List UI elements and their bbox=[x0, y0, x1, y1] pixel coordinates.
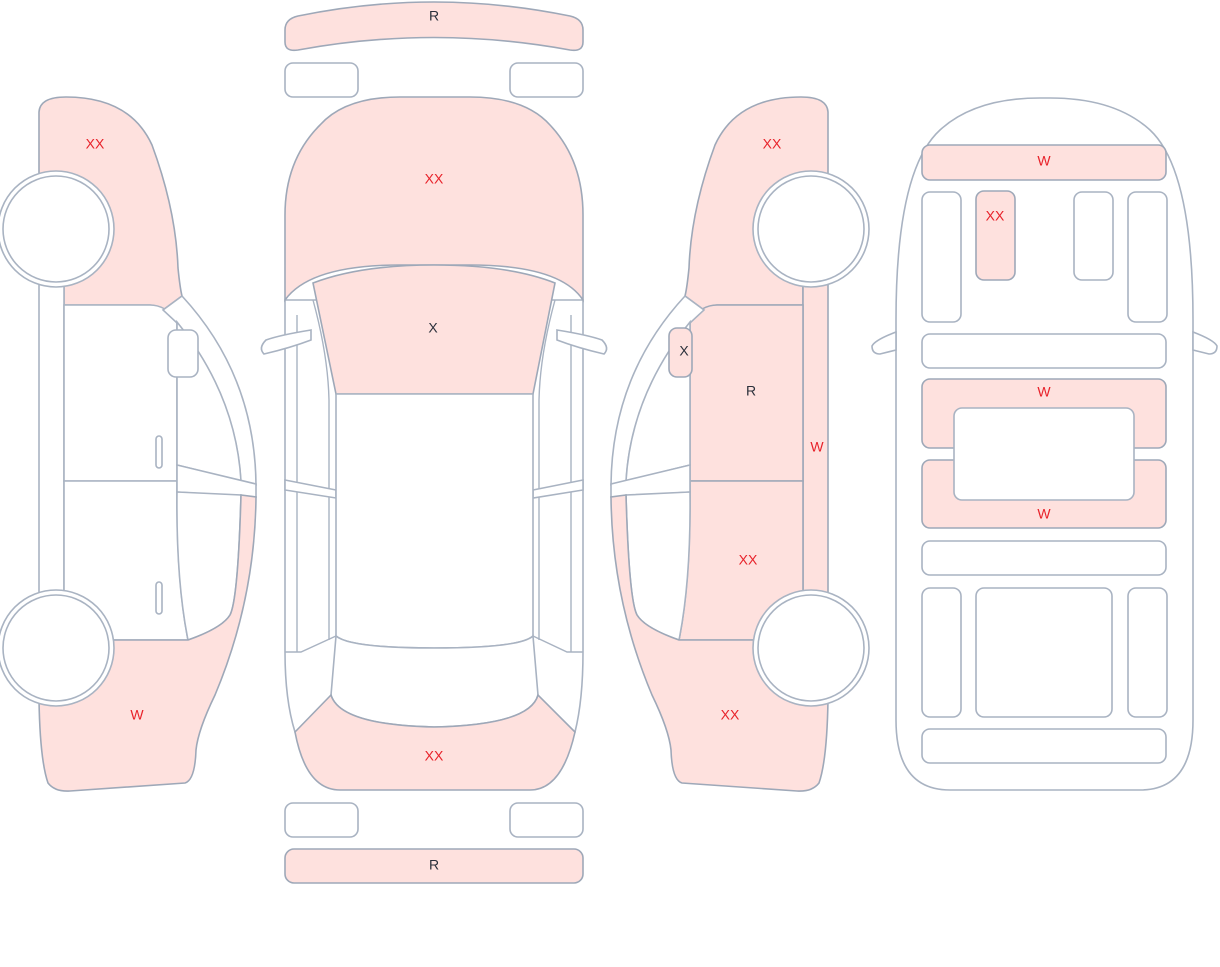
damage-labels: XX W R XX X XX R XX X R W XX XX W XX W W bbox=[86, 8, 1052, 873]
center-console[interactable] bbox=[975, 190, 1016, 281]
label-rear-bumper: R bbox=[429, 857, 439, 873]
label-right-rear-quarter: XX bbox=[721, 707, 740, 723]
front-bumper[interactable] bbox=[284, 1, 584, 52]
left-front-door-handle-icon bbox=[155, 435, 163, 469]
right-front-footwell[interactable] bbox=[1127, 191, 1168, 323]
left-rear-door-handle-icon bbox=[155, 581, 163, 615]
label-front-seats: W bbox=[1037, 384, 1051, 400]
label-center-console: XX bbox=[986, 208, 1005, 224]
rear-right-light[interactable] bbox=[509, 802, 584, 838]
label-left-front-fender: XX bbox=[86, 136, 105, 152]
seat-center-panel[interactable] bbox=[953, 407, 1135, 501]
front-right-light[interactable] bbox=[509, 62, 584, 98]
rear-bumper[interactable] bbox=[284, 848, 584, 884]
interior-left-mirror bbox=[871, 330, 897, 355]
right-center-console[interactable] bbox=[1073, 191, 1114, 281]
label-trunk: XX bbox=[425, 748, 444, 764]
right-mirror[interactable] bbox=[668, 327, 693, 378]
left-rocker[interactable] bbox=[38, 282, 65, 596]
label-left-rear-quarter: W bbox=[130, 707, 144, 723]
interior-view bbox=[871, 97, 1218, 791]
rear-floor[interactable] bbox=[921, 540, 1167, 576]
roof[interactable] bbox=[335, 393, 534, 649]
rear-left-light[interactable] bbox=[284, 802, 359, 838]
right-cargo[interactable] bbox=[1127, 587, 1168, 718]
label-dashboard: W bbox=[1037, 153, 1051, 169]
left-mirror[interactable] bbox=[167, 329, 199, 378]
dashboard[interactable] bbox=[921, 144, 1167, 181]
label-right-rear-door: XX bbox=[739, 552, 758, 568]
right-front-tire-icon bbox=[757, 175, 865, 283]
label-right-mirror: X bbox=[679, 343, 689, 359]
top-left-mirror[interactable] bbox=[260, 329, 312, 355]
left-side-view bbox=[0, 96, 257, 792]
label-right-rocker: W bbox=[810, 439, 824, 455]
rear-glass[interactable] bbox=[330, 634, 539, 728]
left-front-footwell[interactable] bbox=[921, 191, 962, 323]
front-floor[interactable] bbox=[921, 333, 1167, 369]
top-view bbox=[260, 1, 608, 884]
label-right-front-fender: XX bbox=[763, 136, 782, 152]
left-cargo[interactable] bbox=[921, 587, 962, 718]
trunk[interactable] bbox=[294, 693, 576, 791]
label-rear-seats: W bbox=[1037, 506, 1051, 522]
label-front-bumper: R bbox=[429, 8, 439, 24]
rear-trim[interactable] bbox=[921, 728, 1167, 764]
windshield[interactable] bbox=[312, 264, 556, 395]
left-front-tire-icon bbox=[2, 175, 110, 283]
right-side-view bbox=[610, 96, 870, 792]
front-left-light[interactable] bbox=[284, 62, 359, 98]
interior-right-mirror bbox=[1192, 330, 1218, 355]
hood[interactable] bbox=[284, 96, 584, 303]
top-right-mirror[interactable] bbox=[556, 329, 608, 355]
label-right-front-door: R bbox=[746, 383, 756, 399]
label-hood: XX bbox=[425, 171, 444, 187]
right-rear-tire-icon bbox=[757, 594, 865, 702]
left-rear-tire-icon bbox=[2, 594, 110, 702]
center-cargo[interactable] bbox=[975, 587, 1113, 718]
label-windshield: X bbox=[428, 320, 438, 336]
